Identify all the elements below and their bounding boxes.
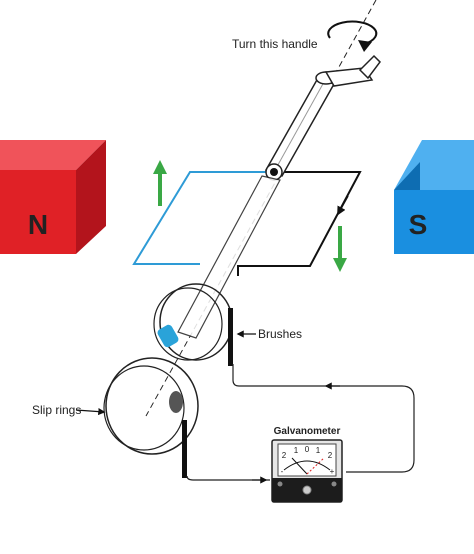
galvanometer-arc xyxy=(283,460,331,471)
galvanometer-label: Galvanometer xyxy=(274,426,341,437)
handle-label: Turn this handle xyxy=(232,37,318,51)
south-magnet-front xyxy=(394,190,474,254)
circuit-wires xyxy=(186,364,415,481)
motion-arrow-up xyxy=(153,160,167,206)
brush-contact xyxy=(157,324,179,348)
south-magnet: S xyxy=(394,140,474,254)
rotation-arrow xyxy=(327,20,378,52)
slip-rings-pointer xyxy=(75,407,106,416)
galvanometer-tick-3: 1 xyxy=(316,446,321,455)
north-magnet-side xyxy=(76,140,106,254)
brush-upper xyxy=(228,308,233,366)
north-magnet-front xyxy=(0,170,76,254)
north-magnet-top xyxy=(0,140,106,170)
slip-rings-label: Slip rings xyxy=(32,403,81,417)
handle-crank[interactable] xyxy=(315,54,381,87)
galvanometer-knob xyxy=(302,485,312,495)
galvanometer-terminal-right xyxy=(331,481,337,487)
slip-ring-lower-contact xyxy=(169,391,183,413)
brushes-label: Brushes xyxy=(258,327,302,341)
coil-right-side xyxy=(237,171,362,276)
galvanometer-terminal-left xyxy=(277,481,283,487)
coil xyxy=(132,171,362,276)
north-magnet-letter: N xyxy=(28,209,48,240)
brush-lower xyxy=(182,420,187,478)
galvanometer-tick-0: 2 xyxy=(282,451,287,460)
galvanometer-tick-4: 2 xyxy=(328,451,333,460)
north-magnet: N xyxy=(0,140,106,254)
galvanometer-minus: - xyxy=(281,467,284,476)
south-magnet-letter: S xyxy=(409,209,428,240)
galvanometer: Galvanometer 2 1 0 1 2 - + xyxy=(271,426,343,503)
handle-grip xyxy=(358,54,381,80)
coil-left-side xyxy=(132,171,272,265)
galvanometer-tick-2: 0 xyxy=(305,445,310,454)
shaft xyxy=(177,77,336,339)
coil-current-arrow xyxy=(337,195,349,216)
galvanometer-face xyxy=(277,443,337,477)
galvanometer-needle xyxy=(291,457,308,475)
galvanometer-tick-1: 1 xyxy=(294,446,299,455)
motion-arrow-down xyxy=(333,226,347,272)
galvanometer-plus: + xyxy=(330,467,335,476)
